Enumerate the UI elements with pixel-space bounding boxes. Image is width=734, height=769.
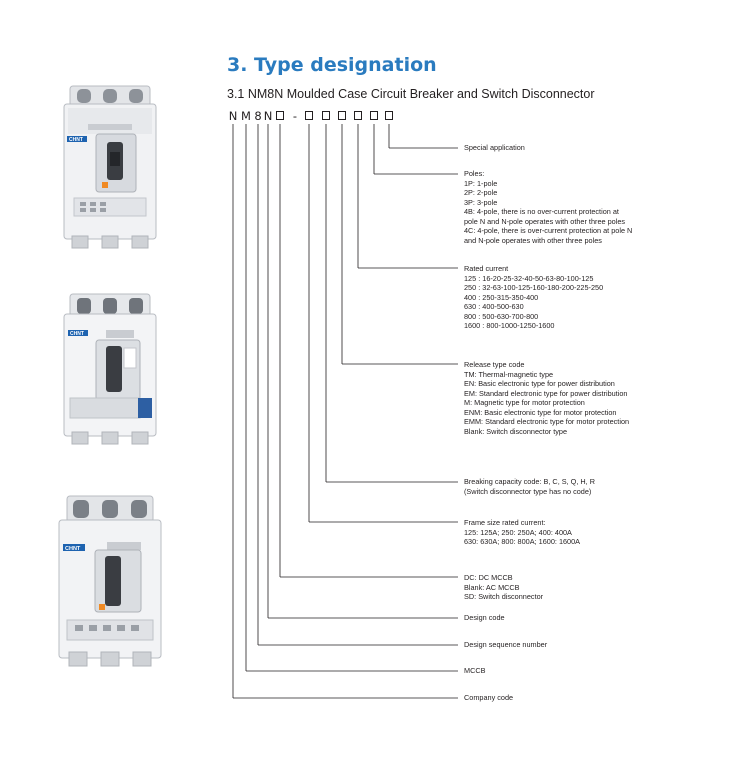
code-dash: - — [292, 109, 298, 123]
desc-dc-type: DC: DC MCCB Blank: AC MCCB SD: Switch di… — [464, 573, 729, 602]
desc-dc-title: DC: DC MCCB — [464, 573, 513, 582]
desc-poles-title: Poles: — [464, 169, 485, 178]
desc-design-sequence: Design sequence number — [464, 640, 548, 649]
desc-breaking-line: (Switch disconnector type has no code) — [464, 486, 592, 496]
desc-frame-size: Frame size rated current: 125: 125A; 250… — [464, 518, 729, 547]
desc-frame-line: 125: 125A; 250: 250A; 400: 400A — [464, 527, 572, 537]
desc-rated-title: Rated current — [464, 264, 509, 273]
desc-release-title: Release type code — [464, 360, 525, 369]
brand-logo: CHNT — [69, 137, 83, 143]
code-digit-8: 8 — [254, 109, 262, 123]
desc-poles-line: and N-pole operates with other three pol… — [464, 235, 602, 245]
desc-poles-line: 1P: 1-pole — [464, 178, 498, 188]
desc-release-line: EN: Basic electronic type for power dist… — [464, 379, 615, 388]
desc-release-type: Release type code TM: Thermal-magnetic t… — [464, 360, 729, 436]
desc-rated-line: 800 : 500-630-700-800 — [464, 311, 539, 321]
breaker-photo-3: CHNT — [58, 495, 162, 667]
desc-breaking-title: Breaking capacity code: B, C, S, Q, H, R — [464, 477, 595, 486]
desc-poles-line: pole N and N-pole operates with other th… — [464, 216, 626, 226]
desc-rated-line: 250 : 32-63-100-125-160-180-200-225-250 — [464, 283, 604, 292]
desc-rated-line: 1600 : 800-1000-1250-1600 — [464, 321, 555, 330]
desc-frame-line: 630: 630A; 800: 800A; 1600: 1600A — [464, 537, 581, 546]
brand-logo: CHNT — [65, 546, 81, 552]
breaker-photo-1: CHNT — [63, 85, 157, 249]
code-box-special — [385, 111, 393, 120]
connector-lines — [232, 124, 458, 699]
code-letter-n: N — [228, 109, 238, 123]
page-subtitle: 3.1 NM8N Moulded Case Circuit Breaker an… — [227, 87, 595, 101]
desc-release-line: EMM: Standard electronic type for motor … — [464, 417, 630, 426]
desc-release-line: EM: Standard electronic type for power d… — [464, 388, 628, 398]
desc-breaking-capacity: Breaking capacity code: B, C, S, Q, H, R… — [464, 477, 729, 496]
desc-frame-title: Frame size rated current: — [464, 518, 546, 527]
code-box-poles — [370, 111, 378, 120]
desc-rated-line: 400 : 250-315-350-400 — [464, 292, 539, 302]
desc-special-application: Special application — [464, 143, 525, 152]
breaker-photo-2: CHNT — [63, 293, 157, 445]
desc-mccb: MCCB — [464, 666, 486, 675]
desc-rated-line: 125 : 16-20-25-32-40-50-63-80-100-125 — [464, 273, 594, 283]
desc-dc-line: Blank: AC MCCB — [464, 582, 520, 592]
code-box-breaking — [322, 111, 330, 120]
code-letter-n2: N — [263, 109, 273, 123]
code-box-rated — [354, 111, 362, 120]
code-box-dc — [276, 111, 284, 120]
desc-poles-line: 4C: 4-pole, there is over-current protec… — [464, 226, 633, 235]
desc-release-line: ENM: Basic electronic type for motor pro… — [464, 407, 617, 417]
desc-rated-line: 630 : 400-500-630 — [464, 302, 524, 311]
desc-poles-line: 2P: 2-pole — [464, 188, 498, 197]
desc-release-line: Blank: Switch disconnector type — [464, 426, 568, 436]
desc-release-line: M: Magnetic type for motor protection — [464, 398, 585, 407]
desc-rated-current: Rated current 125 : 16-20-25-32-40-50-63… — [464, 264, 729, 331]
desc-release-line: TM: Thermal-magnetic type — [464, 369, 554, 379]
desc-company-code: Company code — [464, 693, 514, 702]
code-box-release — [338, 111, 346, 120]
code-box-frame — [305, 111, 313, 120]
page-title: 3. Type designation — [227, 54, 437, 76]
type-code: N M 8 N - — [0, 109, 734, 125]
desc-design-code: Design code — [464, 613, 505, 622]
desc-poles-line: 3P: 3-pole — [464, 197, 498, 207]
desc-poles-line: 4B: 4-pole, there is no over-current pro… — [464, 207, 619, 216]
desc-dc-line: SD: Switch disconnector — [464, 592, 544, 601]
brand-logo: CHNT — [70, 331, 84, 337]
desc-poles: Poles: 1P: 1-pole 2P: 2-pole 3P: 3-pole … — [464, 169, 729, 245]
code-letter-m: M — [241, 109, 251, 123]
